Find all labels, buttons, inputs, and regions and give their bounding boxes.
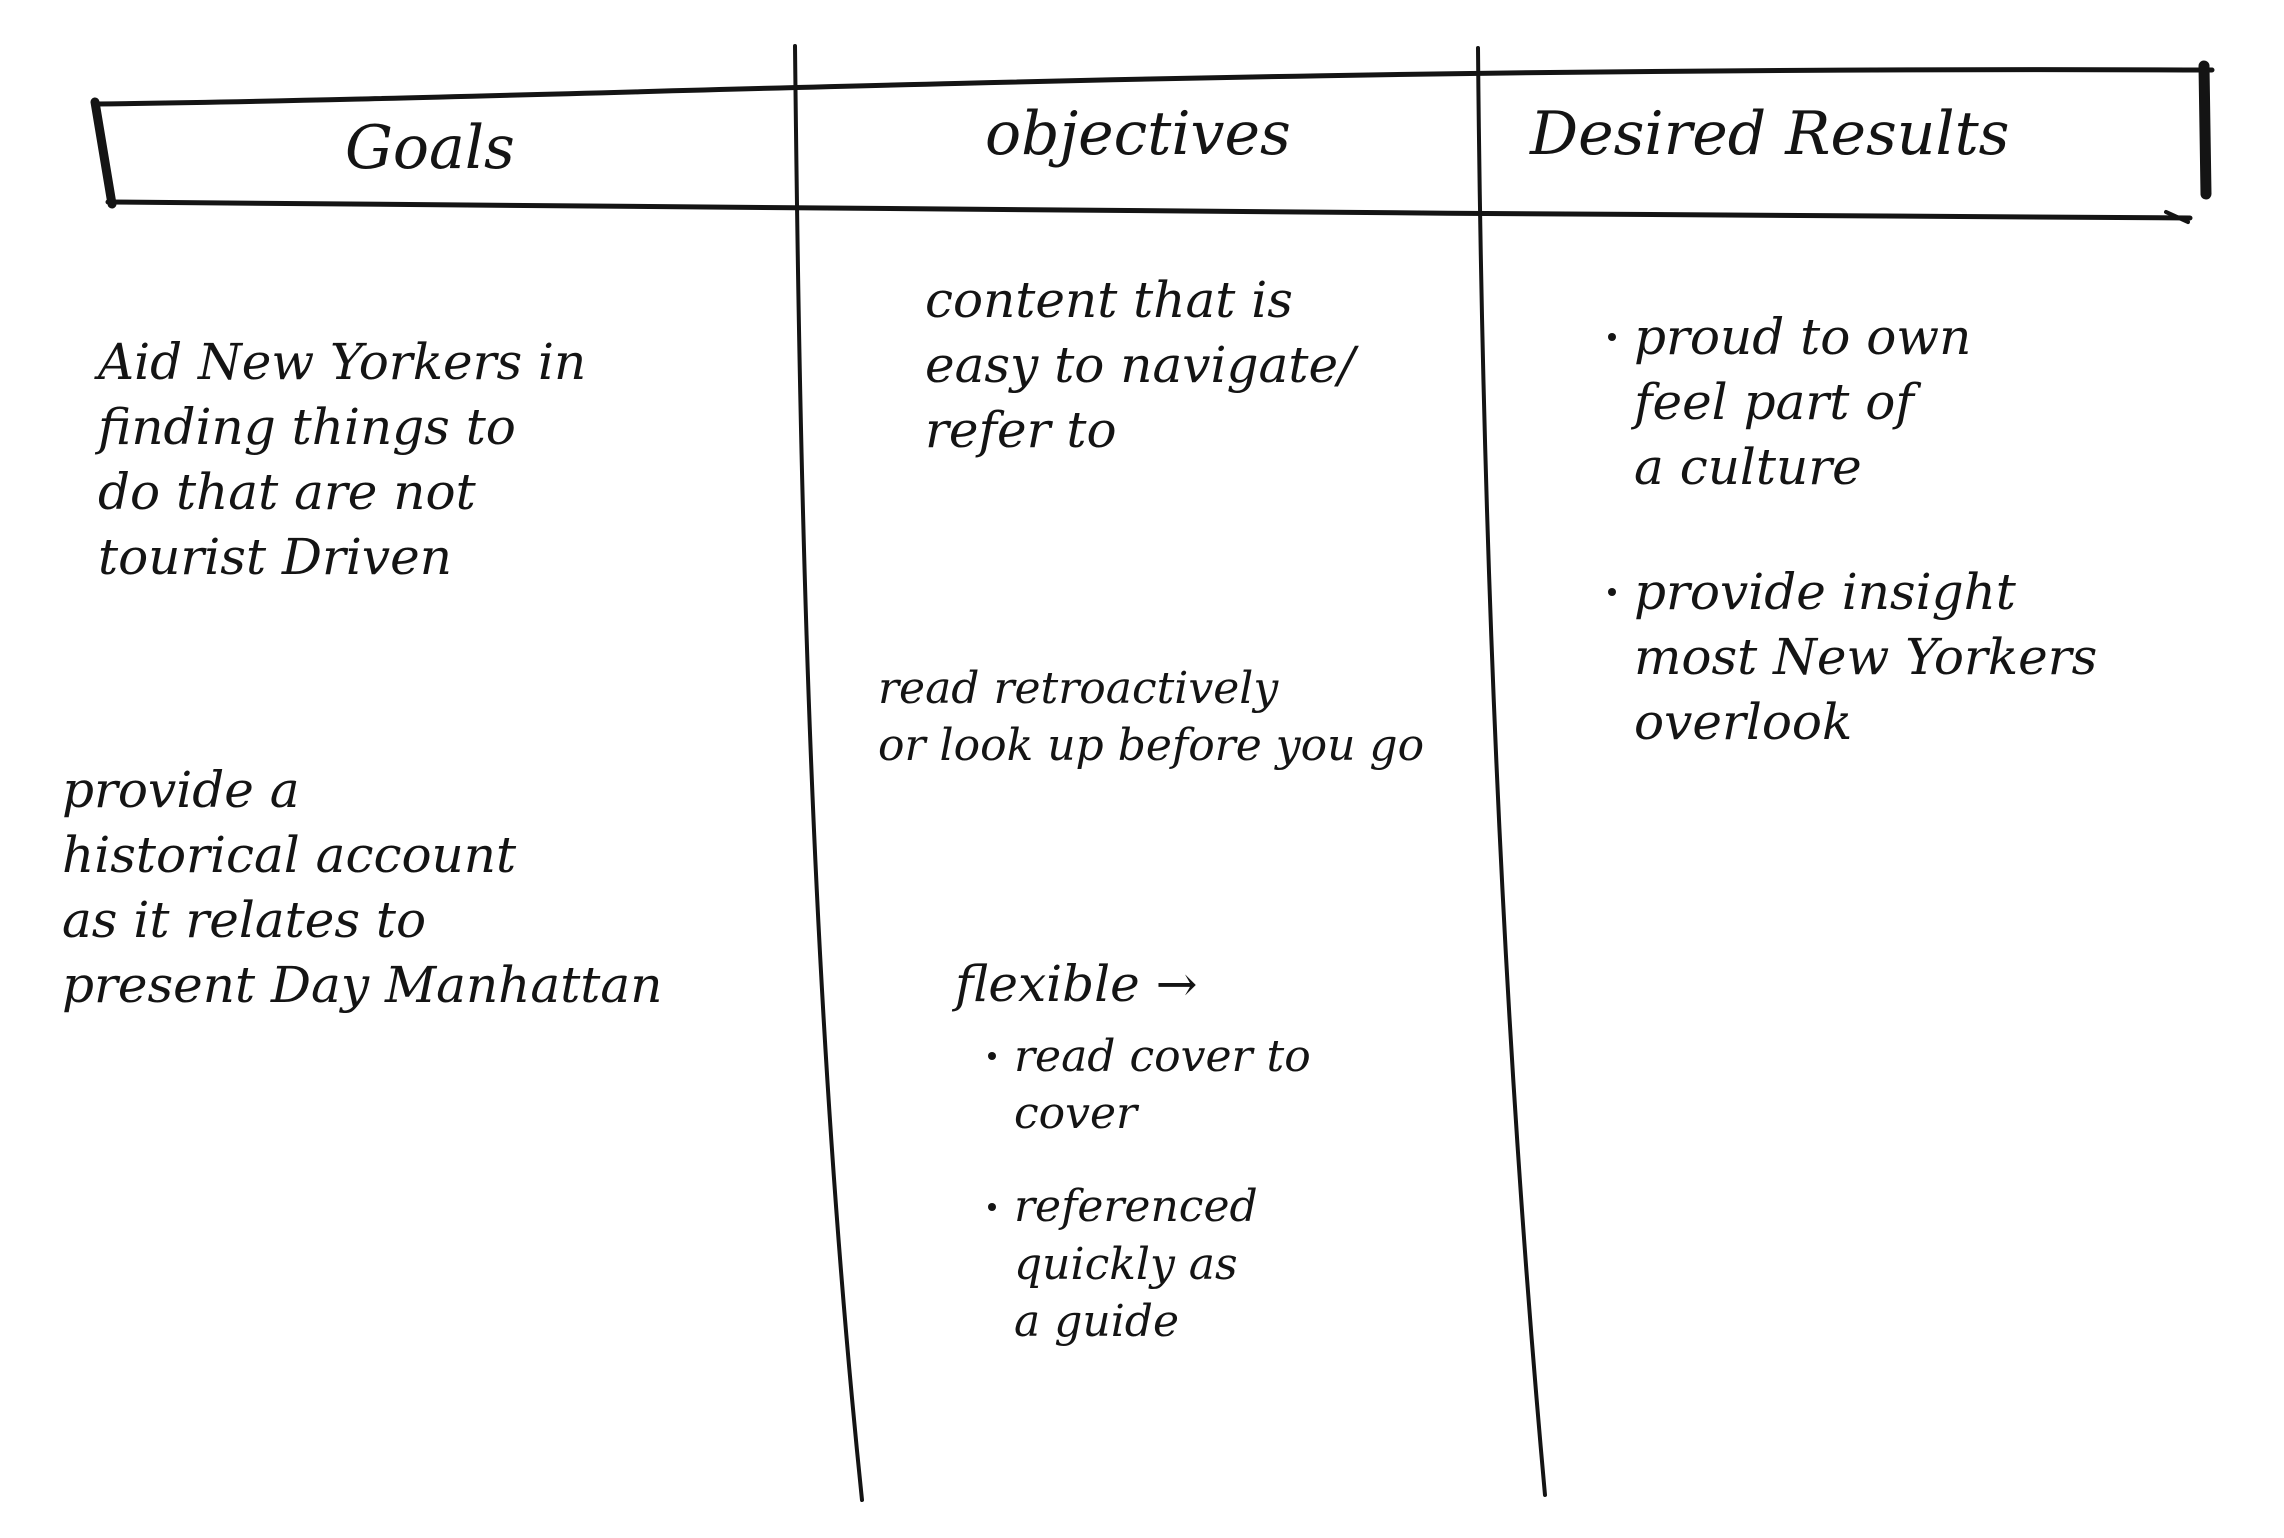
- column-divider-1: [793, 44, 864, 1502]
- desired-result-2: provide insight most New Yorkers overloo…: [1608, 560, 2097, 755]
- goals-header: Goals: [345, 113, 515, 183]
- header-bar-right-edge: [2198, 60, 2212, 200]
- header-bar-left-edge: [90, 97, 117, 209]
- objective-flexible-point-1-text: read cover to cover: [1014, 1031, 1311, 1140]
- objective-note-1: content that is easy to navigate/ refer …: [925, 271, 1355, 459]
- desired-results-header: Desired Results: [1530, 99, 2010, 169]
- header-bar-right-hook: [2164, 210, 2190, 224]
- desired-result-1: proud to own feel part of a culture: [1608, 305, 2097, 500]
- bullet-dot: [988, 1202, 996, 1211]
- header-bar-top-line: [92, 67, 2215, 107]
- bullet-dot: [988, 1052, 996, 1061]
- objectives-header: objectives: [985, 99, 1291, 169]
- objective-note-2: read retroactively or look up before you…: [878, 663, 1425, 772]
- bullet-dot: [1608, 587, 1616, 596]
- goal-note-1: Aid New Yorkers in finding things to do …: [98, 333, 587, 586]
- objective-flexible-point-2: referenced quickly as a guide: [988, 1178, 1311, 1350]
- objective-flexible-list: read cover to cover referenced quickly a…: [988, 1028, 1311, 1386]
- goal-note-2: provide a historical account as it relat…: [62, 761, 663, 1014]
- objective-flexible-heading: flexible →: [955, 955, 1198, 1013]
- objective-flexible-point-1: read cover to cover: [988, 1028, 1311, 1142]
- bullet-dot: [1608, 332, 1616, 341]
- desired-results-list: proud to own feel part of a culture prov…: [1608, 305, 2097, 791]
- header-bar-bottom-line: [105, 199, 2193, 221]
- desired-result-2-text: provide insight most New Yorkers overloo…: [1634, 563, 2098, 751]
- desired-result-1-text: proud to own feel part of a culture: [1634, 308, 1972, 496]
- objective-flexible-point-2-text: referenced quickly as a guide: [1014, 1181, 1258, 1347]
- column-divider-2: [1476, 46, 1547, 1497]
